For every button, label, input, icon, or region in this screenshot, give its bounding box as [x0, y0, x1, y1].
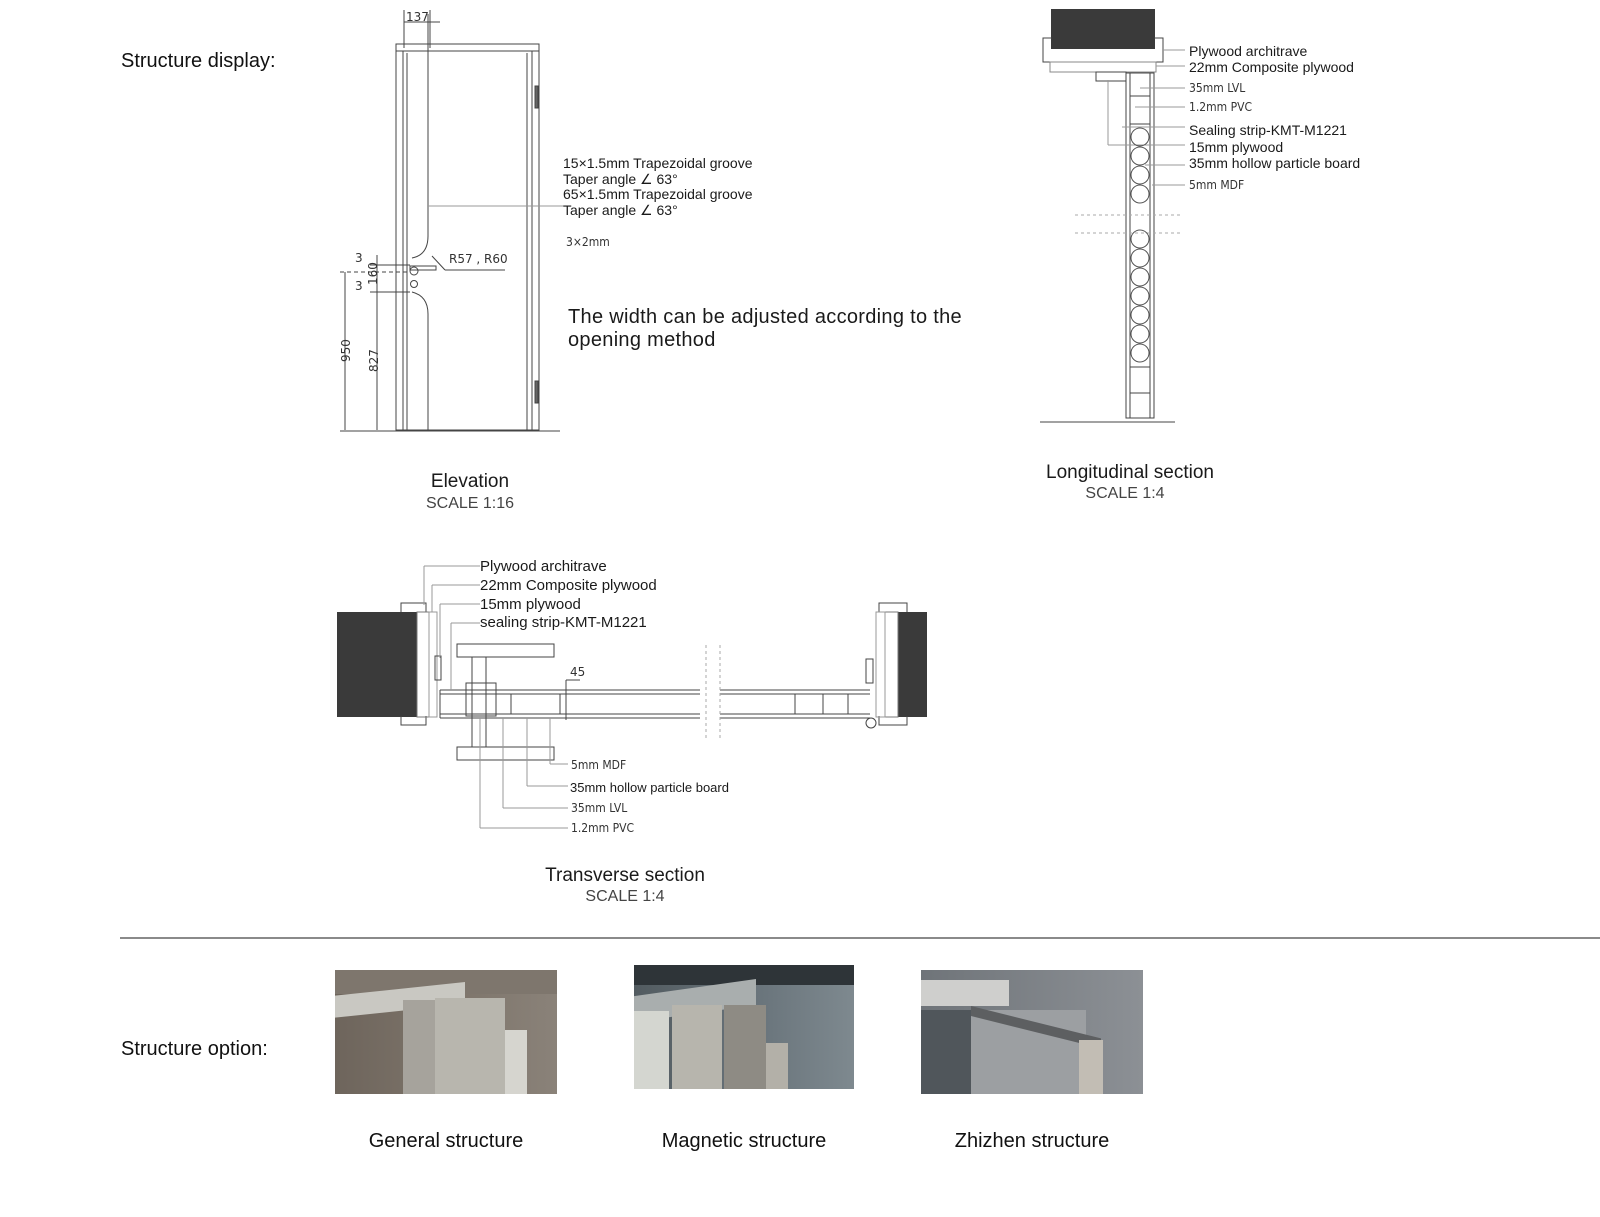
- svg-text:R57 , R60: R57 , R60: [449, 252, 508, 266]
- taper-annotation-2: Taper angle ∠ 63°: [563, 202, 678, 218]
- transverse-scale: SCALE 1:4: [585, 888, 665, 905]
- longitudinal-scale: SCALE 1:4: [1085, 485, 1165, 502]
- trans-label-pvc: 1.2mm PVC: [571, 821, 635, 835]
- elevation-drawing: 137 R57 , R60 3 3 160 950 827: [339, 10, 565, 432]
- trans-label-composite-plywood: 22mm Composite plywood: [480, 577, 657, 594]
- trans-label-lvl: 35mm LVL: [571, 801, 628, 815]
- width-note-line2: opening method: [568, 329, 716, 351]
- structure-option-label: Structure option:: [121, 1038, 268, 1060]
- zhizhen-structure-photo[interactable]: [921, 970, 1143, 1094]
- trans-label-sealing-strip: sealing strip-KMT-M1221: [480, 614, 647, 631]
- groove-annotation-1: 15×1.5mm Trapezoidal groove: [563, 155, 753, 171]
- long-label-pvc: 1.2mm PVC: [1189, 100, 1253, 114]
- long-label-15mm-plywood: 15mm plywood: [1189, 139, 1284, 155]
- structure-display-label: Structure display:: [121, 50, 276, 72]
- longitudinal-section-drawing: [1040, 9, 1185, 423]
- trans-label-architrave: Plywood architrave: [480, 558, 607, 575]
- svg-text:3: 3: [355, 251, 363, 265]
- zhizhen-structure-caption: Zhizhen structure: [954, 1130, 1110, 1152]
- svg-text:827: 827: [367, 349, 381, 372]
- trans-label-particle-board: 35mm hollow particle board: [570, 780, 729, 795]
- svg-text:950: 950: [339, 339, 353, 362]
- magnetic-structure-photo[interactable]: [634, 965, 854, 1089]
- svg-text:137: 137: [406, 10, 429, 24]
- taper-annotation-1: Taper angle ∠ 63°: [563, 171, 678, 187]
- long-label-composite-plywood: 22mm Composite plywood: [1189, 59, 1354, 75]
- long-label-particle-board: 35mm hollow particle board: [1189, 155, 1361, 171]
- magnetic-structure-caption: Magnetic structure: [661, 1130, 827, 1152]
- long-label-sealing-strip: Sealing strip-KMT-M1221: [1189, 122, 1347, 138]
- elevation-scale: SCALE 1:16: [425, 495, 515, 512]
- transverse-section-drawing: 45: [337, 565, 927, 829]
- general-structure-caption: General structure: [368, 1130, 524, 1152]
- width-note-line1: The width can be adjusted according to t…: [568, 306, 962, 328]
- section-divider: [120, 937, 1600, 939]
- trans-label-mdf: 5mm MDF: [571, 758, 627, 772]
- svg-text:3: 3: [355, 279, 363, 293]
- groove-annotation-2: 65×1.5mm Trapezoidal groove: [563, 186, 753, 202]
- groove-size-note: 3×2mm: [566, 235, 610, 249]
- long-label-mdf: 5mm MDF: [1189, 178, 1245, 192]
- elevation-title: Elevation: [430, 471, 510, 492]
- transverse-title: Transverse section: [545, 865, 705, 886]
- transverse-dim-45: 45: [570, 665, 585, 679]
- general-structure-photo[interactable]: [335, 970, 557, 1094]
- long-label-architrave: Plywood architrave: [1189, 43, 1308, 59]
- trans-label-15mm-plywood: 15mm plywood: [480, 596, 581, 613]
- longitudinal-title: Longitudinal section: [1046, 462, 1214, 483]
- long-label-lvl: 35mm LVL: [1189, 81, 1246, 95]
- svg-text:160: 160: [366, 262, 380, 285]
